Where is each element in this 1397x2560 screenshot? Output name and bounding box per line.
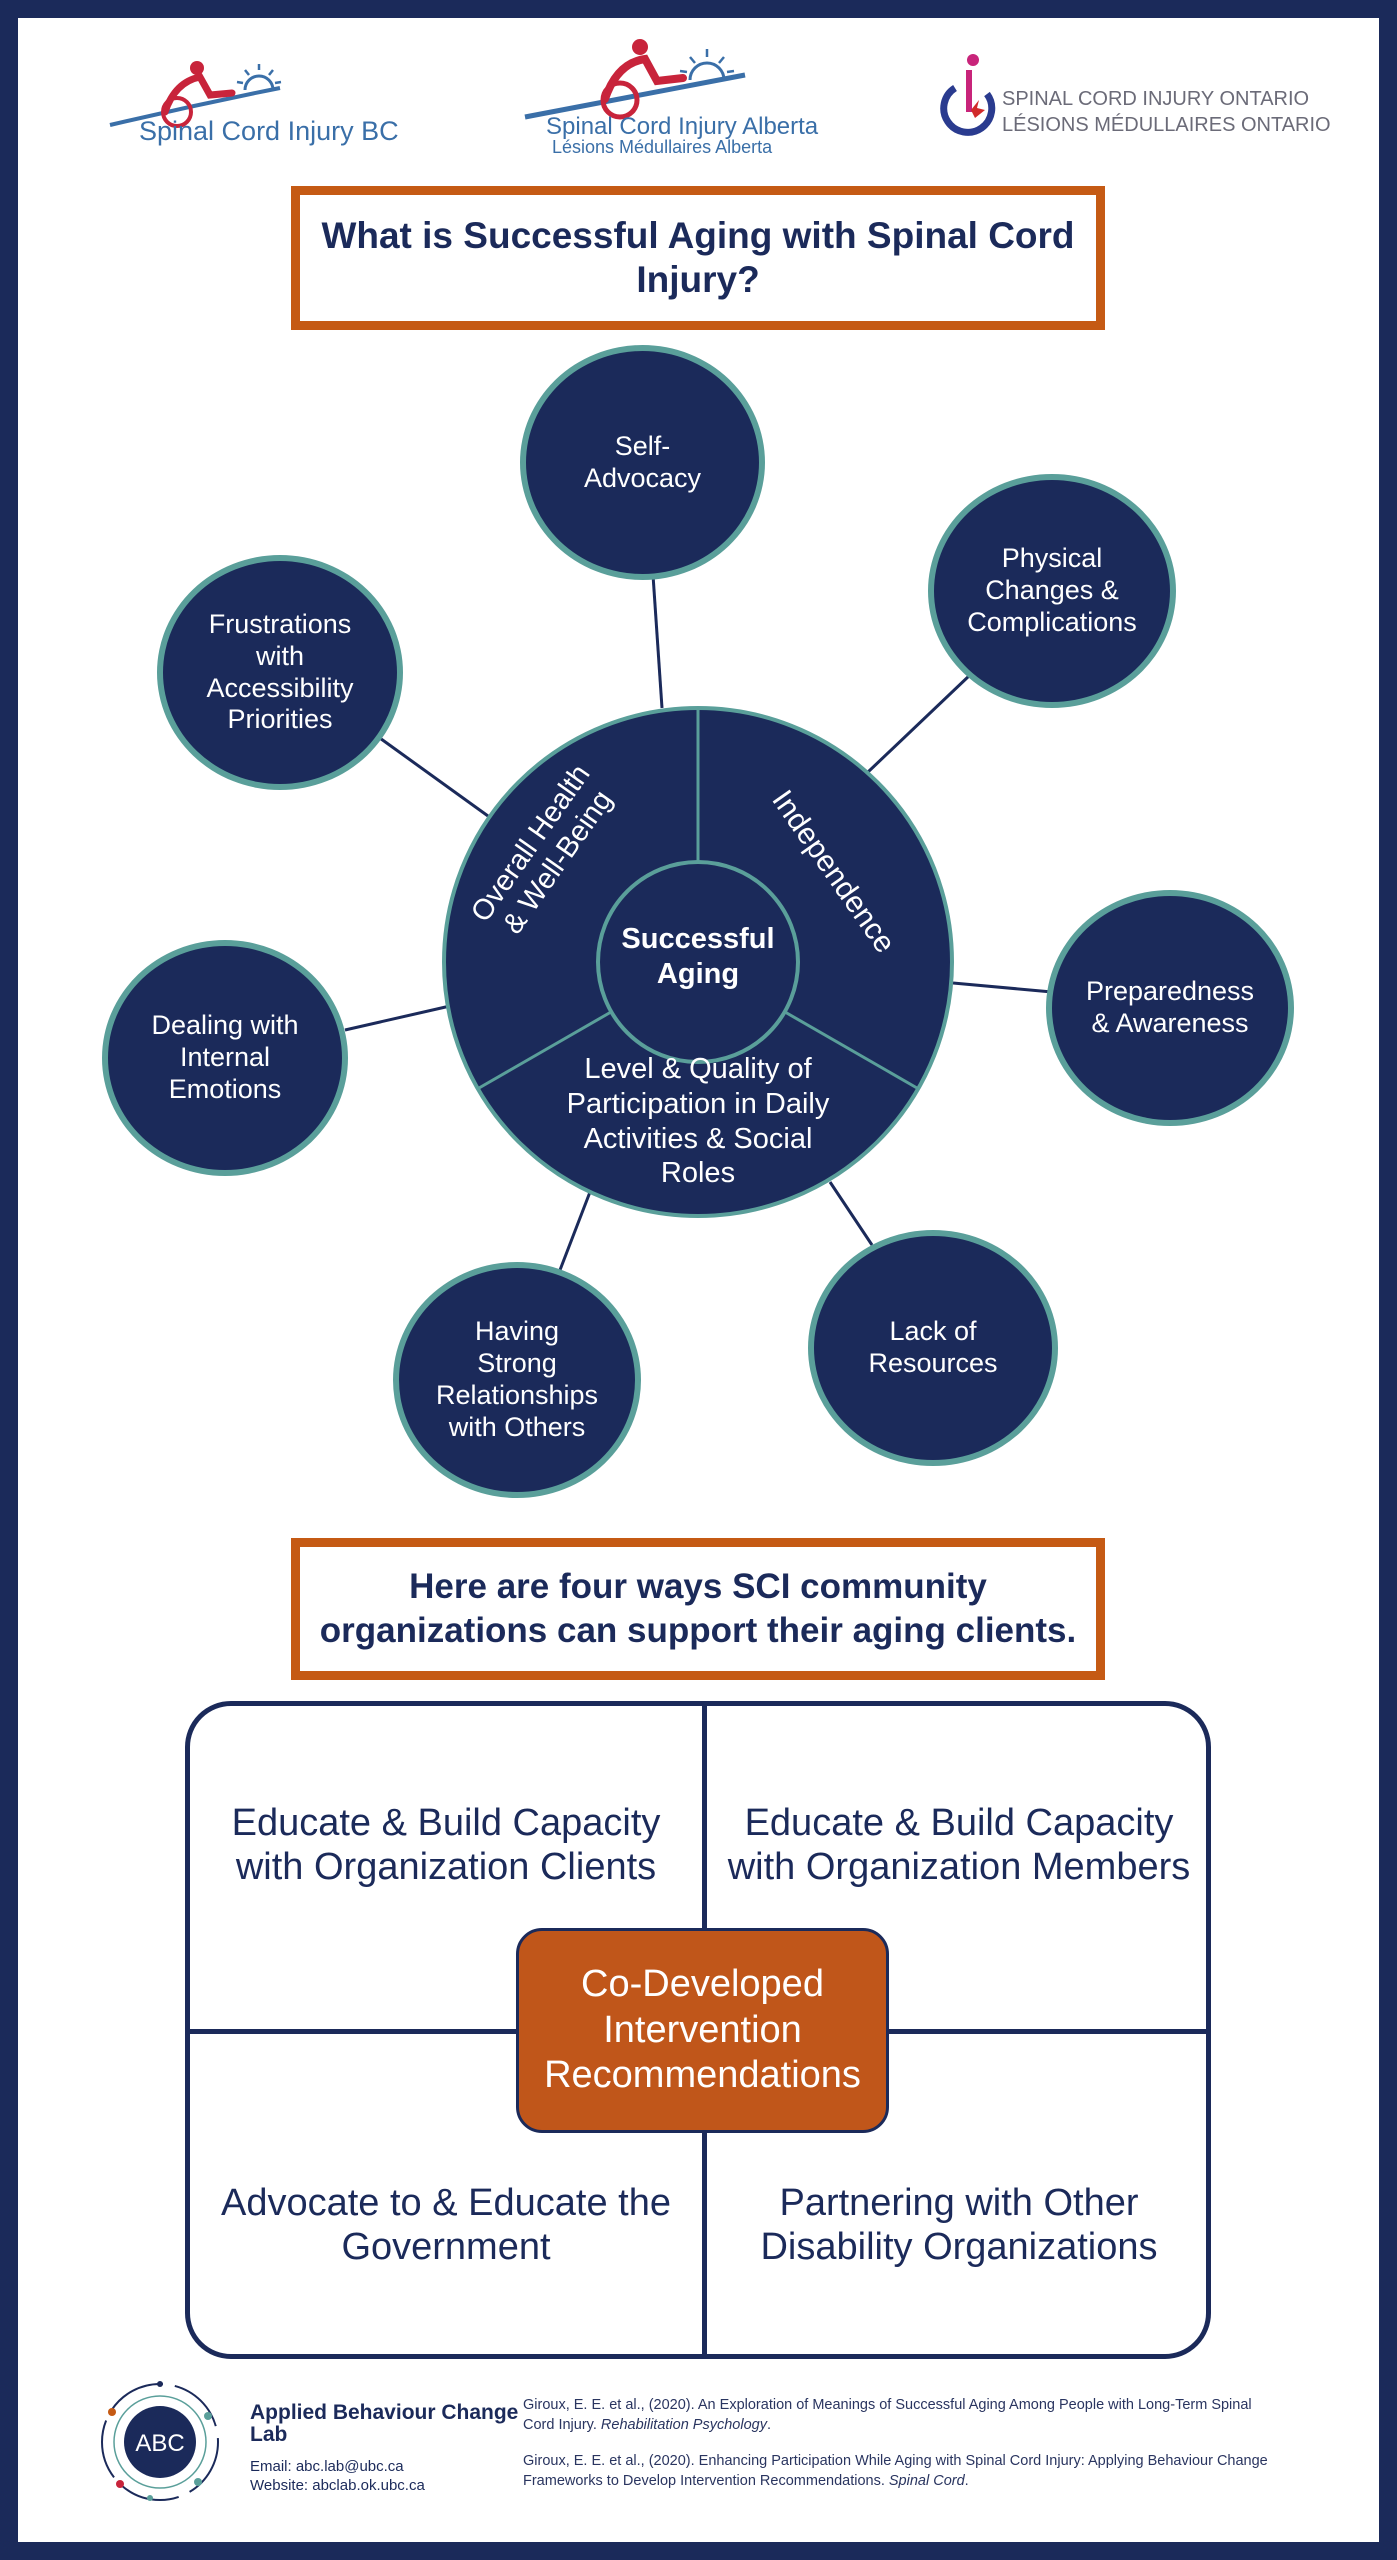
sci-ontario-line1: SPINAL CORD INJURY ONTARIO	[1002, 88, 1310, 110]
segment-participation-line2: Participation in Daily	[566, 1087, 830, 1120]
bubble-text: Relationships	[435, 1380, 599, 1410]
diagram-graphics	[344, 574, 1053, 1271]
bubble-text: Physical	[1001, 543, 1103, 574]
reference-1: Giroux, E. E. et al., (2020). An Explora…	[523, 2396, 1283, 2435]
sci-ontario-emblem-icon	[940, 54, 996, 136]
reference-end: .	[766, 2416, 771, 2433]
center-line2: Aging	[656, 957, 740, 990]
reference-2: Giroux, E. E. et al., (2020). Enhancing …	[523, 2452, 1283, 2491]
quadrant-text: Educate & Build Capacity	[744, 1802, 1174, 1845]
abc-lab-logo-text: ABC	[135, 2430, 184, 2457]
connector-frustrations	[376, 734, 489, 818]
sci-ontario-line2: LÉSIONS MÉDULLAIRES ONTARIO	[1002, 114, 1331, 136]
sci-alberta-subname: Lésions Médullaires Alberta	[552, 137, 773, 157]
bubble-text: with Others	[448, 1411, 586, 1442]
title1-line2: Injury?	[636, 259, 760, 300]
segment-participation-line1: Level & Quality of	[584, 1053, 812, 1085]
footer: ABC Applied Behaviour Change Lab Email: …	[90, 2378, 1320, 2501]
title2-line1: Here are four ways SCI community	[409, 1567, 987, 1607]
quadrant-text: Partnering with Other	[779, 2182, 1139, 2225]
bubble-text: Having	[474, 1316, 560, 1347]
inner-hub	[596, 860, 800, 1064]
divider-lower-left	[478, 1010, 612, 1090]
center-line1: Successful	[621, 923, 775, 955]
sci-bc-name: Spinal Cord Injury BC	[139, 116, 399, 146]
center-box-text: Intervention	[603, 2008, 802, 2051]
lab-website[interactable]: Website: abclab.ok.ubc.ca	[250, 2476, 425, 2494]
bubble-text: Preparedness	[1085, 976, 1255, 1007]
sci-alberta-emblem-icon	[524, 39, 746, 120]
sci-bc-emblem-icon	[109, 61, 282, 128]
bubble-text: Advocacy	[583, 462, 702, 493]
quadrant-text: Educate & Build Capacity	[231, 1802, 661, 1845]
reference-journal: Spinal Cord	[888, 2472, 965, 2489]
bubble-text: Self-	[614, 430, 671, 461]
segment-participation-line3: Activities & Social	[583, 1122, 813, 1155]
bubble-text: Changes &	[985, 575, 1119, 606]
bubble-text: Emotions	[168, 1073, 282, 1104]
bubble-text: Dealing with	[151, 1010, 299, 1041]
bubble-self-advocacy: Self-Advocacy	[520, 345, 765, 580]
bubble-text: Accessibility	[206, 672, 354, 703]
reference-text: Giroux, E. E. et al., (2020). An Explora…	[523, 2397, 1252, 2433]
quadrant-text: Government	[341, 2226, 551, 2268]
reference-journal: Rehabilitation Psychology	[600, 2416, 767, 2433]
successful-aging-diagram: Successful Aging Overall Health & Well-B…	[0, 330, 1397, 1510]
bubble-text: Strong	[477, 1348, 557, 1379]
bubble-text: Frustrations	[208, 608, 352, 639]
sci-bc-logo: Spinal Cord Injury BC	[105, 50, 435, 160]
bubble-text: with	[255, 640, 304, 671]
connector-resources	[828, 1181, 874, 1246]
connector-self-advocacy	[651, 574, 664, 709]
support-ways-title: Here are four ways SCI community organiz…	[291, 1538, 1105, 1680]
quadrant-text: Advocate to & Educate the	[221, 2182, 671, 2225]
connector-physical	[866, 673, 972, 774]
sci-alberta-logo: Spinal Cord Injury Alberta Lésions Médul…	[520, 35, 820, 160]
bubble-text: Resources	[868, 1348, 998, 1378]
main-question-title: What is Successful Aging with Spinal Cor…	[291, 186, 1105, 330]
bubble-text: Lack of	[889, 1316, 977, 1347]
center-box-text: Co-Developed	[581, 1963, 824, 2006]
sci-ontario-logo: SPINAL CORD INJURY ONTARIO LÉSIONS MÉDUL…	[935, 52, 1331, 152]
bubble-text: & Awareness	[1091, 1008, 1249, 1038]
quadrant-text: Disability Organizations	[760, 2226, 1158, 2268]
bubble-text: Priorities	[227, 704, 333, 735]
sci-alberta-name: Spinal Cord Injury Alberta	[546, 113, 819, 140]
divider-lower-right	[784, 1010, 918, 1090]
abc-lab-logo-icon: ABC	[101, 2381, 219, 2501]
reference-text: Giroux, E. E. et al., (2020). Enhancing …	[523, 2453, 1268, 2489]
connector-relationships	[558, 1191, 592, 1271]
bubble-text: Complications	[967, 606, 1137, 637]
lab-name: Applied Behaviour Change Lab	[250, 2401, 519, 2447]
connector-emotions	[344, 1004, 451, 1032]
bubble-text: Internal	[179, 1042, 271, 1073]
lab-contact: Email: abc.lab@ubc.ca Website: abclab.ok…	[250, 2458, 425, 2496]
quadrant-text: with Organization Members	[727, 1846, 1191, 1888]
quadrant-text: with Organization Clients	[235, 1846, 657, 1888]
lab-email[interactable]: Email: abc.lab@ubc.ca	[250, 2458, 404, 2475]
title1-line1: What is Successful Aging with Spinal Cor…	[321, 214, 1075, 256]
connector-preparedness	[952, 981, 1053, 994]
reference-end: .	[964, 2472, 969, 2489]
center-box-text: Recommendations	[544, 2054, 861, 2097]
segment-participation-line4: Roles	[660, 1157, 736, 1190]
title2-line2: organizations can support their aging cl…	[319, 1611, 1077, 1650]
segment-participation: Level & Quality of Participation in Dail…	[538, 1052, 858, 1191]
center-label: Successful Aging	[598, 922, 798, 992]
bubble-preparedness: Preparedness& Awareness	[1046, 890, 1294, 1126]
